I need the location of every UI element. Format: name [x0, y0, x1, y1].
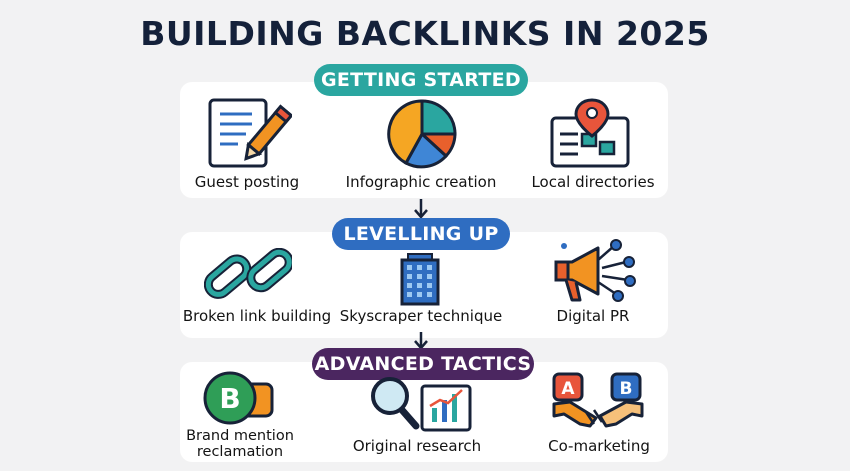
skyscraper-icon — [400, 253, 440, 306]
brand-b-icon: B — [203, 371, 274, 425]
svg-text:B: B — [620, 379, 633, 399]
label-local-directories: Local directories — [531, 173, 655, 191]
section-heading-levelling-up: LEVELLING UP — [332, 218, 510, 250]
section-heading-advanced-tactics: ADVANCED TACTICS — [312, 348, 534, 380]
label-co-marketing: Co-marketing — [548, 437, 650, 455]
map-pin-directory-icon — [550, 98, 630, 168]
page-title: BUILDING BACKLINKS IN 2025 — [140, 14, 710, 53]
label-skyscraper-technique: Skyscraper technique — [339, 307, 503, 325]
magnifier-chart-icon — [371, 377, 472, 432]
svg-text:B: B — [219, 382, 240, 415]
document-pencil-icon — [208, 98, 292, 168]
arrow-down-icon — [414, 199, 428, 219]
label-broken-link-building: Broken link building — [182, 307, 332, 325]
megaphone-network-icon — [554, 239, 636, 302]
label-brand-mention-reclamation: Brand mention reclamation — [186, 428, 294, 460]
section-heading-getting-started: GETTING STARTED — [314, 64, 528, 96]
label-digital-pr: Digital PR — [556, 307, 630, 325]
broken-chain-icon — [204, 248, 292, 299]
label-guest-posting: Guest posting — [194, 173, 300, 191]
pie-chart-icon — [387, 99, 457, 169]
label-original-research: Original research — [352, 437, 482, 455]
label-infographic-creation: Infographic creation — [345, 173, 497, 191]
svg-text:A: A — [561, 379, 575, 399]
handshake-ab-icon: A B — [552, 372, 644, 428]
